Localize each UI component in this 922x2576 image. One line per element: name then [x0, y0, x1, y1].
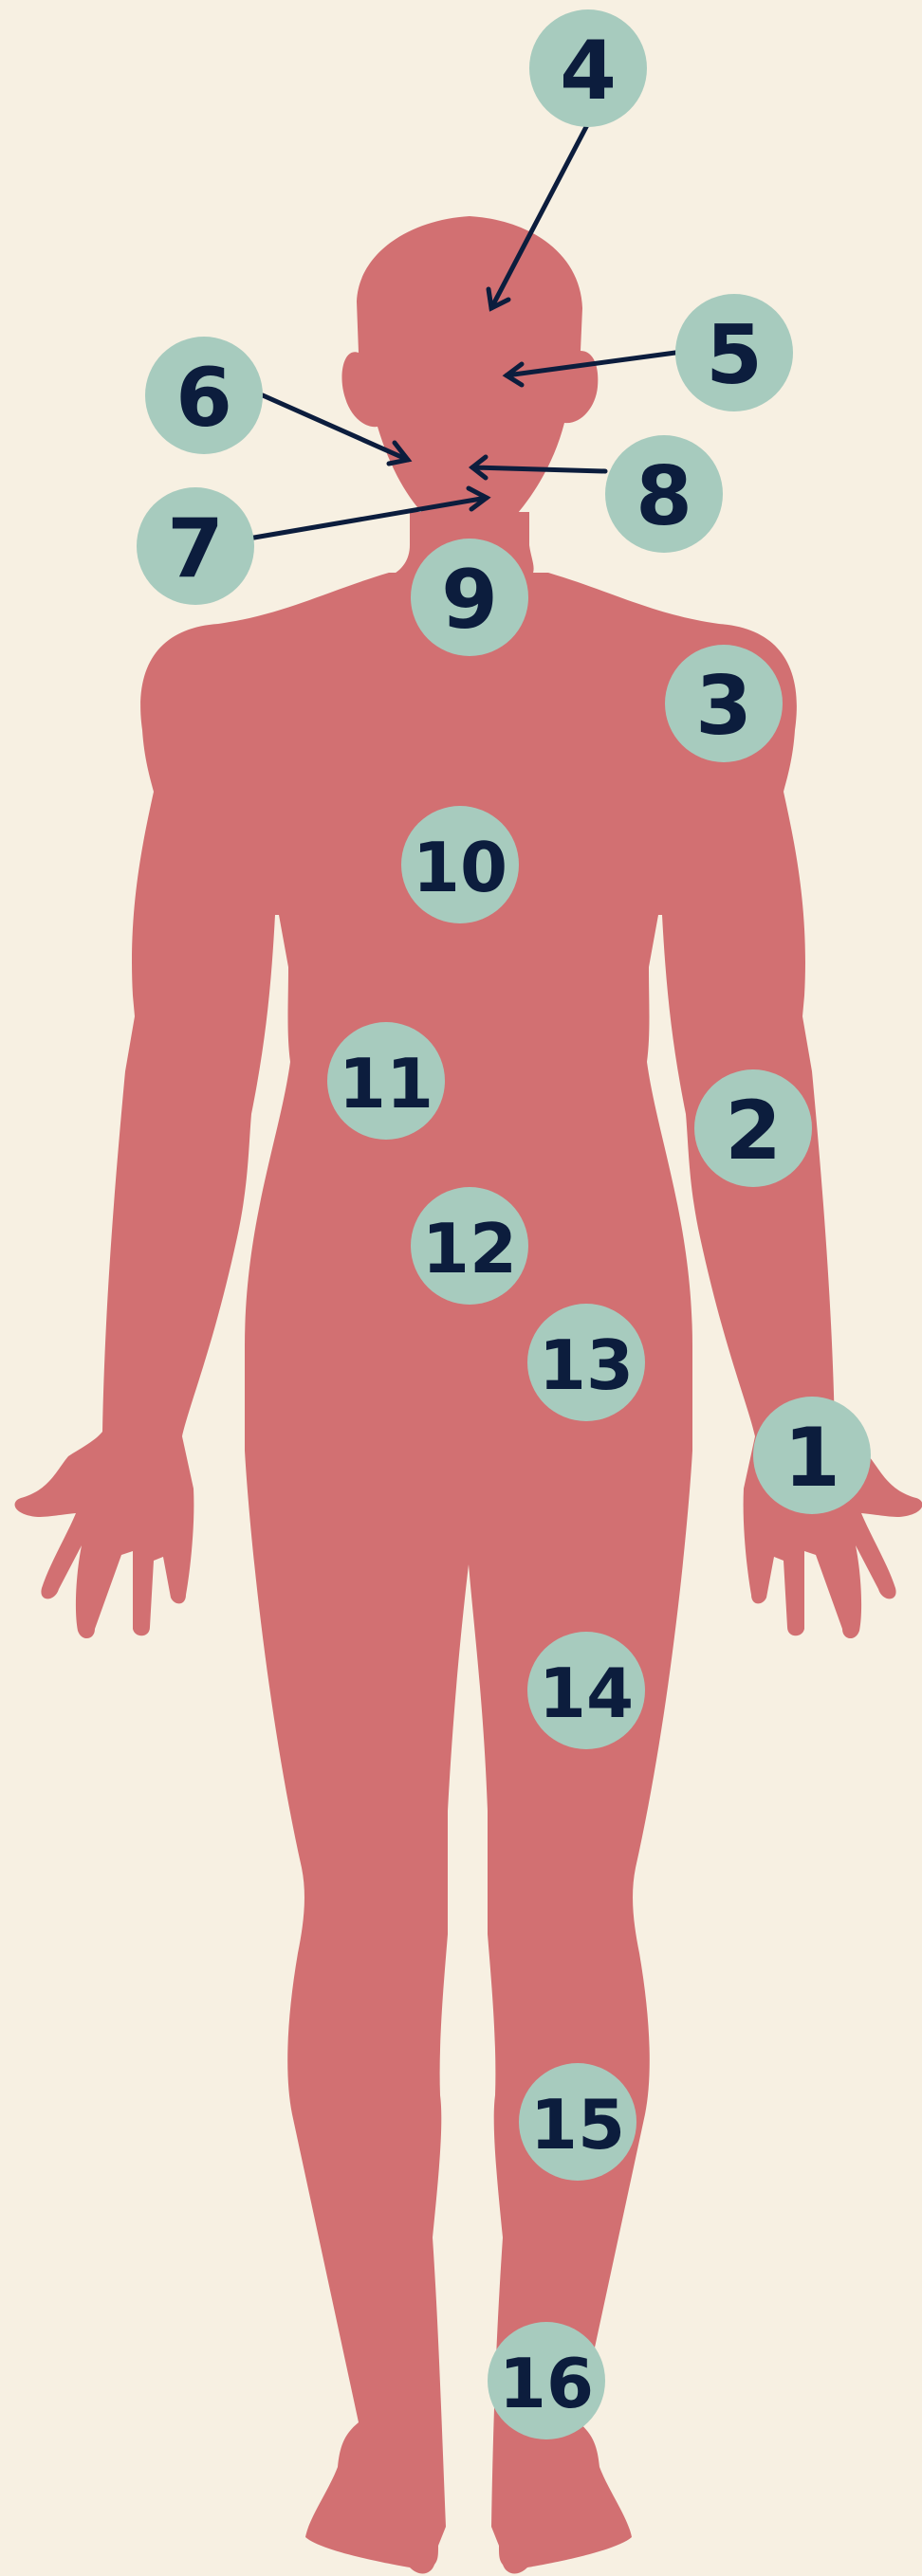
- marker-4: 4: [529, 9, 647, 127]
- marker-number-7: 7: [167, 502, 224, 596]
- marker-number-11: 11: [339, 1044, 433, 1124]
- marker-number-4: 4: [560, 24, 617, 119]
- marker-11: 11: [327, 1022, 445, 1140]
- head-shape: [341, 216, 598, 530]
- marker-13: 13: [527, 1304, 645, 1421]
- marker-16: 16: [488, 2322, 605, 2439]
- marker-8: 8: [605, 435, 723, 553]
- marker-number-16: 16: [499, 2344, 594, 2423]
- marker-number-5: 5: [706, 308, 763, 403]
- marker-number-3: 3: [695, 659, 752, 754]
- marker-10: 10: [401, 806, 519, 923]
- marker-number-10: 10: [413, 828, 507, 907]
- marker-number-6: 6: [175, 351, 232, 446]
- marker-number-1: 1: [784, 1411, 840, 1506]
- marker-number-15: 15: [530, 2085, 625, 2165]
- marker-number-2: 2: [725, 1084, 782, 1178]
- marker-3: 3: [665, 645, 783, 762]
- marker-2: 2: [694, 1069, 812, 1187]
- marker-5: 5: [675, 294, 793, 411]
- marker-14: 14: [527, 1632, 645, 1749]
- marker-15: 15: [519, 2063, 636, 2181]
- marker-6: 6: [145, 337, 263, 454]
- marker-7: 7: [137, 487, 254, 605]
- marker-12: 12: [411, 1187, 528, 1305]
- marker-number-13: 13: [539, 1325, 634, 1405]
- marker-number-12: 12: [422, 1209, 517, 1288]
- marker-9: 9: [411, 539, 528, 656]
- marker-number-14: 14: [539, 1653, 634, 1733]
- marker-1: 1: [753, 1397, 871, 1514]
- marker-number-9: 9: [441, 553, 498, 648]
- marker-number-8: 8: [636, 449, 692, 544]
